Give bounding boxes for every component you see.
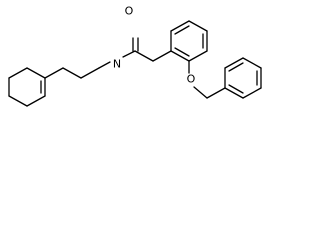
- aromatic-inner-bond: [228, 62, 244, 72]
- bond: [224, 87, 244, 99]
- aromatic-inner-bond: [228, 84, 244, 94]
- amide-group: [122, 37, 172, 62]
- amide-nitrogen-label: N: [113, 58, 121, 71]
- bond: [188, 50, 208, 62]
- bond: [8, 67, 28, 79]
- bond: [8, 95, 28, 107]
- bond: [80, 67, 100, 79]
- aromatic-inner-bond: [174, 25, 190, 35]
- ether-oxygen-label: O: [187, 73, 196, 86]
- bond: [170, 20, 190, 32]
- phenyl-ring: [224, 57, 262, 99]
- bond: [44, 67, 64, 79]
- bond: [224, 57, 244, 69]
- bond: [193, 86, 208, 99]
- bond: [242, 87, 262, 99]
- benzene-ring-ortho: [170, 20, 208, 62]
- cyclohexene-ring: [8, 67, 46, 107]
- benzyloxy-linker: [188, 60, 226, 99]
- carbonyl-oxygen-label: O: [125, 5, 134, 18]
- bond: [152, 50, 172, 62]
- bond: [26, 67, 46, 79]
- bond: [122, 50, 136, 58]
- bond: [98, 61, 111, 69]
- ethyl-linker: [44, 61, 111, 79]
- bond: [188, 20, 208, 32]
- aromatic-inner-bond: [174, 47, 190, 57]
- chemical-structure: O N O: [8, 5, 262, 107]
- bond: [26, 95, 46, 107]
- bond: [134, 50, 154, 62]
- bond: [62, 67, 82, 79]
- bond: [206, 87, 226, 99]
- bond: [242, 57, 262, 69]
- bond: [170, 50, 190, 62]
